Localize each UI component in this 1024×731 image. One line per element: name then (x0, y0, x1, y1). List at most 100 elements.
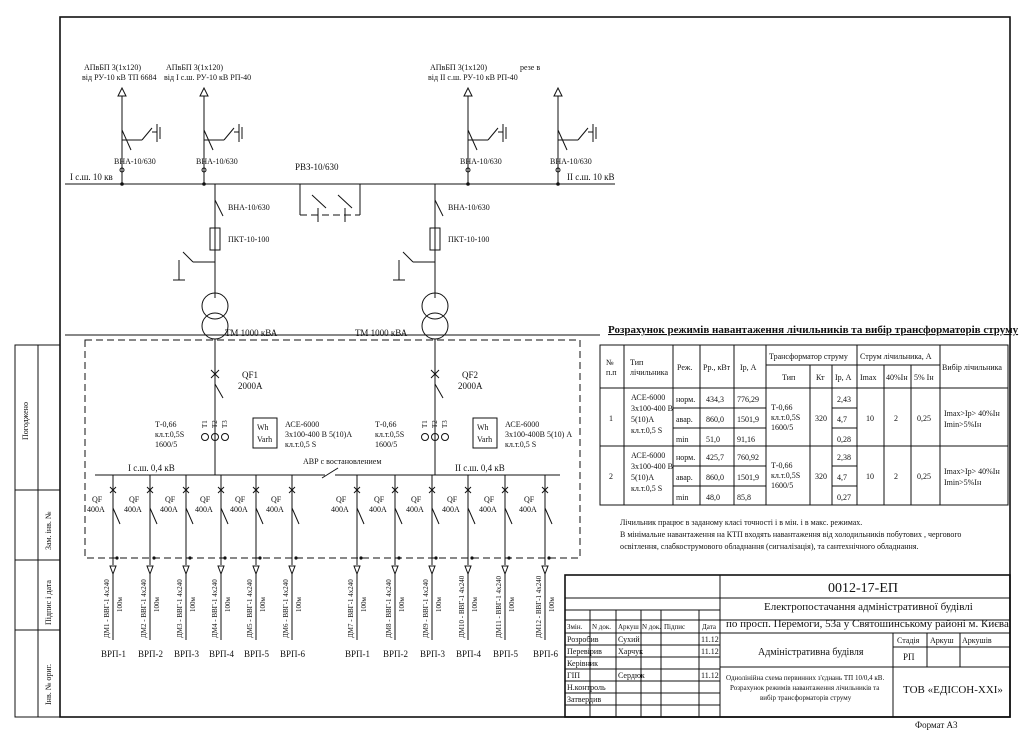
feeder-name: ВРП-4 (209, 649, 235, 659)
breaker-blade (220, 507, 229, 525)
feeder-cable-label: ДМ4 - ВВГ-1 4х240 (211, 579, 219, 638)
row-num: 1 (609, 414, 613, 423)
tb-role: Затвердив (567, 695, 601, 704)
th-imax: Imax (860, 373, 876, 382)
breaker-blade (544, 507, 553, 525)
th-p5: 5% Ін (914, 373, 934, 382)
row-ir: 91,16 (737, 435, 755, 444)
feeder-qf-label: QF (374, 495, 385, 504)
row-p5: 0,25 (917, 472, 931, 481)
ct-label: кл.т.0,5S (375, 430, 404, 439)
sheet-desc-3: вибір трансформаторів струму (760, 694, 852, 702)
feeder-name: ВРП-5 (244, 649, 270, 659)
ct-coil-icon (431, 433, 439, 441)
row-p40: 2 (894, 472, 898, 481)
side-stamp-inv: Зам. інв. № (44, 511, 53, 550)
feeder-cable-label: ДМ1 - ВВГ-1 4х240 (103, 579, 111, 638)
fuse-label: ПКТ-10-100 (228, 235, 269, 244)
cable-end-icon (501, 565, 509, 576)
ct-coil-icon (211, 433, 219, 441)
row-p5: 0,25 (917, 414, 931, 423)
transformer-label: ТМ 1000 кВА (225, 328, 278, 338)
feeder-cable-length: 100м (508, 597, 516, 613)
cable-end-icon (541, 565, 549, 576)
cable-end-icon (109, 565, 117, 576)
incoming-switch-label: ВНА-10/630 (550, 157, 592, 166)
cable-end-icon (117, 86, 127, 97)
feeder-qf-rating: 400А (331, 505, 349, 514)
feeder-name: ВРП-1 (345, 649, 370, 659)
breaker-icon (288, 486, 296, 494)
feeder-name: ВРП-3 (420, 649, 446, 659)
cable-end-icon (182, 565, 190, 576)
feeder-name: ВРП-6 (280, 649, 306, 659)
row-ip: 4,7 (837, 415, 847, 424)
breaker-blade (185, 507, 194, 525)
feeder-cable-length: 100м (224, 597, 232, 613)
row-ir: 1501,9 (737, 473, 759, 482)
side-stamp: Погоджено Зам. інв. № Підпис і дата Інв.… (14, 344, 61, 718)
feeder-node-icon (507, 556, 511, 560)
feeder-node-icon (294, 556, 298, 560)
tb-role: Перевірив (567, 647, 602, 656)
breaker-icon (353, 486, 361, 494)
contact-icon (201, 167, 207, 173)
side-stamp-agreed: Погоджено (21, 402, 30, 440)
feeder-qf-rating: 400А (160, 505, 178, 514)
breaker-blade (356, 507, 365, 525)
incoming-cable-label: резе в (520, 63, 540, 72)
row-pr: 51,0 (706, 435, 720, 444)
feeder-qf-rating: 400А (195, 505, 213, 514)
row-p40: 2 (894, 414, 898, 423)
fuse-icon (209, 227, 221, 251)
feeder-qf-rating: 400А (406, 505, 424, 514)
feeder-name: ВРП-4 (456, 649, 482, 659)
bus-10kv-right-label: II с.ш. 10 кВ (567, 172, 615, 182)
th-ip: Ір, А (835, 373, 852, 382)
transformer-label: ТМ 1000 кВА (355, 328, 408, 338)
earth-switch (402, 251, 414, 263)
row-pr: 434,3 (706, 395, 724, 404)
meter-icon (472, 417, 498, 449)
feeder-qf-label: QF (129, 495, 140, 504)
feeder-cable-length: 100м (116, 597, 124, 613)
row-kt: 320 (815, 414, 827, 423)
project-line-1: Електропостачання адміністративної будів… (764, 601, 973, 613)
stage-header: Стадія (897, 636, 920, 645)
feeder-qf-label: QF (200, 495, 211, 504)
tb-date: 11.12 (701, 647, 719, 656)
th-sel: Вибір лічильника (942, 363, 1002, 372)
breaker-blade (394, 507, 403, 525)
side-stamp-orig: Інв. № ориг. (44, 664, 53, 705)
ct-tag: T3 (221, 420, 229, 428)
feeder-cable-label: ДМ5 - ВВГ-1 4х240 (246, 579, 254, 638)
feeder-qf-label: QF (524, 495, 535, 504)
side-stamp-sign: Підпис і дата (44, 580, 53, 625)
cable-end-icon (199, 86, 209, 97)
feeder-cable-length: 100м (398, 597, 406, 613)
tb-name: Сухий (618, 635, 640, 644)
calc-table-title: Розрахунок режимів навантаження лічильни… (608, 324, 1019, 336)
feeder-qf-label: QF (484, 495, 495, 504)
tb-col-header: N док. (642, 623, 661, 631)
cable-end-icon (252, 565, 260, 576)
ct-coil-icon (221, 433, 229, 441)
tp-enclosure (84, 339, 581, 559)
breaker-blade (255, 507, 264, 525)
breaker-blade (291, 507, 300, 525)
row-mode: min (676, 435, 688, 444)
tb-date: 11.12 (701, 635, 719, 644)
th-mode: Реж. (677, 363, 692, 372)
feeder-node-icon (434, 556, 438, 560)
bus-10kv: I с.ш. 10 кв II с.ш. 10 кВ РВЗ-10/630 (65, 162, 615, 222)
feeder-qf-label: QF (165, 495, 176, 504)
feeder-name: ВРП-2 (138, 649, 163, 659)
feeder-qf-rating: 400А (479, 505, 497, 514)
feeder-node-icon (258, 556, 262, 560)
